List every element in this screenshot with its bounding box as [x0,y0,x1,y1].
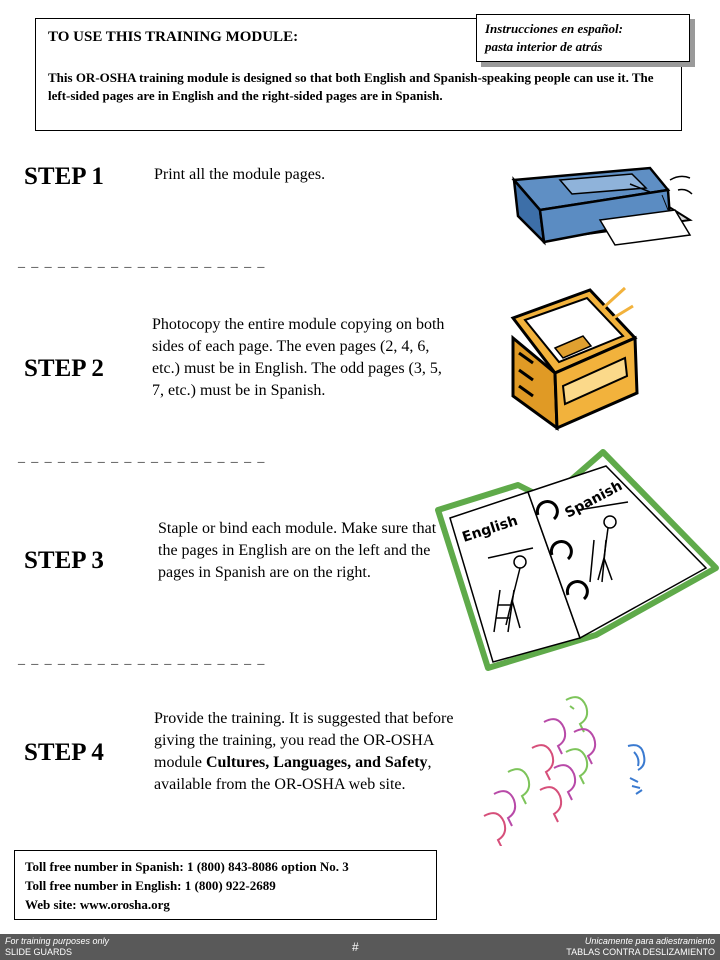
footer-right-line2: TABLAS CONTRA DESLIZAMIENTO [566,947,715,957]
separator-2: _ _ _ _ _ _ _ _ _ _ _ _ _ _ _ _ _ _ _ [18,450,266,465]
step4-module-name: Cultures, Languages, and Safety [206,754,428,771]
spanish-instructions-note: Instrucciones en español: pasta interior… [476,14,690,62]
footer-page-number: # [352,940,359,954]
intro-body: This OR-OSHA training module is designed… [48,70,654,103]
step2-label: STEP 2 [24,355,104,382]
footer-left: For training purposes only SLIDE GUARDS [5,936,109,958]
footer-left-line1: For training purposes only [5,936,110,946]
toll-free-english: Toll free number in English: 1 (800) 922… [25,878,276,893]
open-bilingual-book-icon: English Spanish [435,449,719,671]
printer-icon [511,166,693,246]
website: Web site: www.orosha.org [25,897,170,912]
toll-free-spanish: Toll free number in Spanish: 1 (800) 843… [25,859,349,874]
step4-text: Provide the training. It is suggested th… [154,708,454,796]
step4-text-part2: , available from the OR-OSHA web site. [154,754,432,793]
group-of-people-icon [483,696,646,846]
step3-label: STEP 3 [24,547,104,574]
step1-text: Print all the module pages. [154,166,326,183]
step4-text-part1: Provide the training. It is suggested th… [154,710,454,771]
footer-right-line1: Unicamente para adiestramiento [584,936,715,946]
footer-right: Unicamente para adiestramiento TABLAS CO… [566,936,715,958]
spanish-note-line1: Instrucciones en español: [485,21,623,36]
separator-3: _ _ _ _ _ _ _ _ _ _ _ _ _ _ _ _ _ _ _ [18,652,266,667]
footer-bar: For training purposes only SLIDE GUARDS … [0,934,720,960]
step4-label: STEP 4 [24,739,104,766]
step3-text: Staple or bind each module. Make sure th… [158,520,437,581]
separator-1: _ _ _ _ _ _ _ _ _ _ _ _ _ _ _ _ _ _ _ [18,255,266,270]
spanish-note-line2: pasta interior de atrás [485,39,603,54]
intro-title: TO USE THIS TRAINING MODULE: [48,29,299,45]
step1-label: STEP 1 [24,163,104,190]
contact-info-box: Toll free number in Spanish: 1 (800) 843… [14,850,437,920]
photocopier-icon [510,286,639,432]
step2-text: Photocopy the entire module copying on b… [152,316,445,399]
footer-left-line2: SLIDE GUARDS [5,947,73,957]
